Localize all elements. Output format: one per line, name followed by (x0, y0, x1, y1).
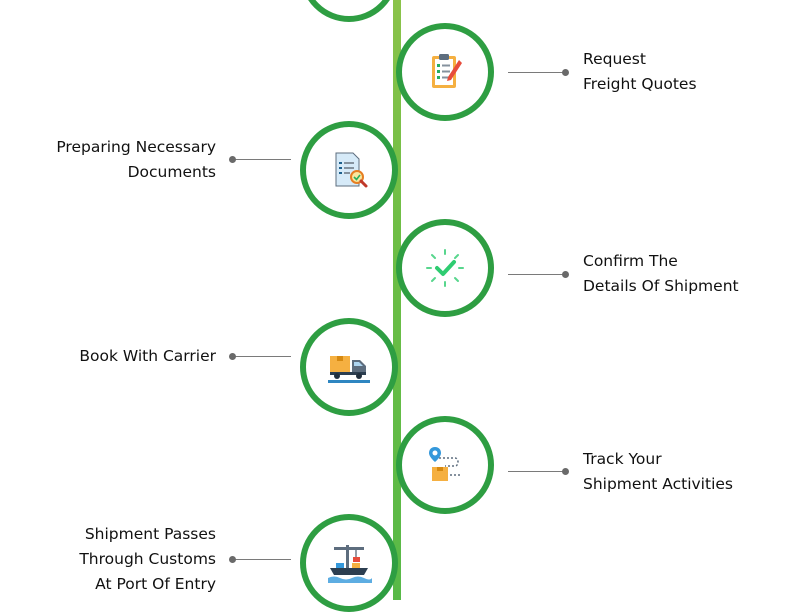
connector-line (233, 159, 291, 160)
timeline-node-customs (300, 514, 398, 612)
connector-dot (562, 69, 569, 76)
connector-line (508, 471, 564, 472)
timeline-node-preparing-documents (300, 121, 398, 219)
step-label-confirm-details: Confirm The Details Of Shipment (583, 252, 739, 295)
timeline-node-partial-top (300, 0, 398, 22)
connector-dot (562, 271, 569, 278)
connector-dot (229, 353, 236, 360)
connector-dot (229, 156, 236, 163)
timeline-spine (393, 0, 401, 600)
connector-dot (562, 468, 569, 475)
step-label-customs: Shipment Passes Through Customs At Port … (79, 525, 216, 593)
timeline-node-request-quotes (396, 23, 494, 121)
connector-line (508, 72, 564, 73)
step-label-request-quotes: Request Freight Quotes (583, 50, 697, 93)
timeline-node-track-shipment (396, 416, 494, 514)
timeline-node-confirm-details (396, 219, 494, 317)
connector-line (508, 274, 564, 275)
port-crane-ship-icon (328, 545, 372, 583)
timeline-node-book-carrier (300, 318, 398, 416)
connector-line (233, 559, 291, 560)
check-mark-icon (426, 249, 464, 287)
document-search-icon (335, 152, 368, 188)
delivery-truck-icon (328, 356, 370, 383)
clipboard-checklist-icon (432, 54, 462, 88)
package-tracking-icon (429, 447, 461, 481)
connector-line (233, 356, 291, 357)
step-label-book-carrier: Book With Carrier (79, 347, 216, 365)
step-label-preparing-documents: Preparing Necessary Documents (56, 138, 216, 181)
connector-dot (229, 556, 236, 563)
step-label-track-shipment: Track Your Shipment Activities (583, 450, 733, 493)
